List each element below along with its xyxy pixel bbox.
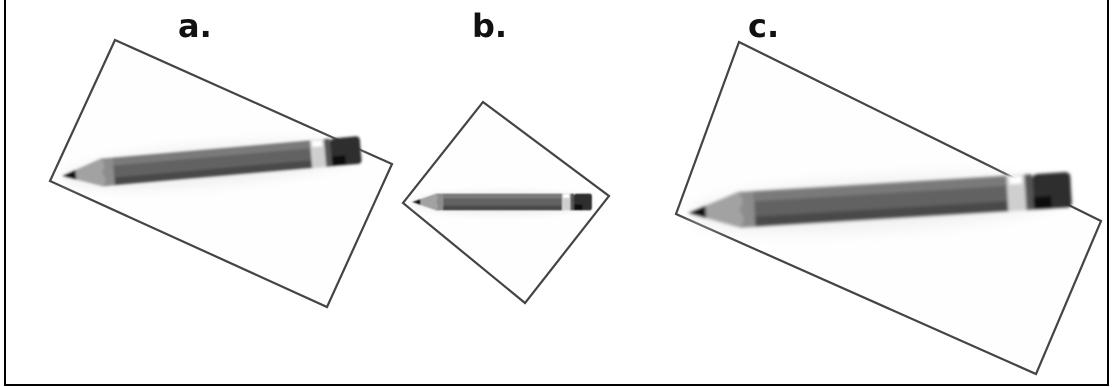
panel-label-a: a. [178,7,212,45]
panel-label-c: c. [748,7,780,45]
panel-b [401,100,611,305]
panel-label-b: b. [472,7,508,45]
panel-c [674,40,1103,376]
panel-a [48,38,394,309]
pencil-icon [412,191,592,215]
